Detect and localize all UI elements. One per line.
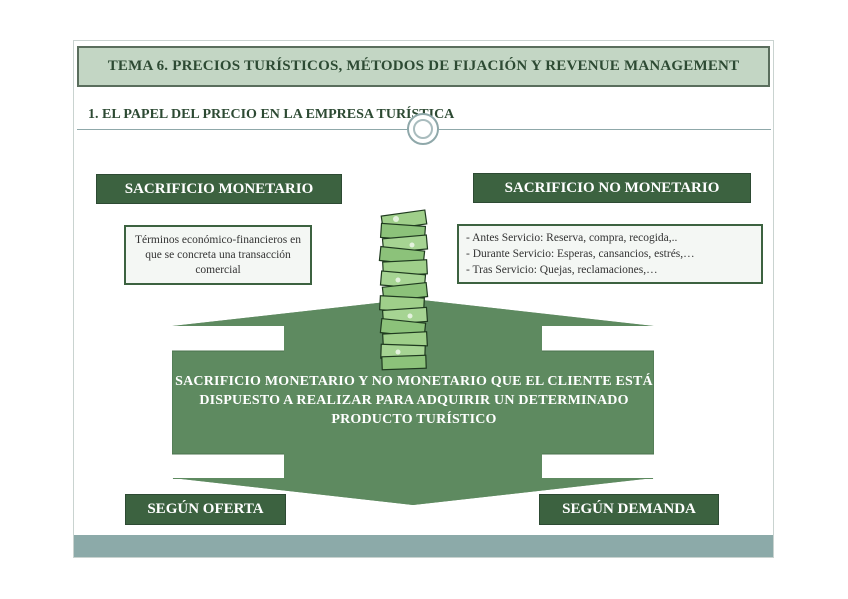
central-definition-text: SACRIFICIO MONETARIO Y NO MONETARIO QUE … [175, 374, 653, 427]
slide: TEMA 6. PRECIOS TURÍSTICOS, MÉTODOS DE F… [73, 40, 774, 558]
non-monetary-sacrifice-text: SACRIFICIO NO MONETARIO [504, 179, 720, 196]
arrow-notch [542, 326, 653, 351]
slide-title-bar: TEMA 6. PRECIOS TURÍSTICOS, MÉTODOS DE F… [77, 46, 770, 87]
list-item: - Durante Servicio: Esperas, cansancios,… [466, 248, 695, 260]
non-monetary-sacrifice-label: SACRIFICIO NO MONETARIO [473, 173, 751, 203]
circle-divider-icon [407, 113, 439, 145]
arrow-notch [173, 454, 284, 478]
monetary-note-text: Términos económico-financieros en que se… [134, 233, 302, 276]
list-item: - Antes Servicio: Reserva, compra, recog… [466, 232, 678, 244]
non-monetary-note-box: - Antes Servicio: Reserva, compra, recog… [457, 224, 763, 284]
monetary-sacrifice-label: SACRIFICIO MONETARIO [96, 174, 342, 204]
arrow-notch [542, 454, 653, 478]
arrow-notch [173, 326, 284, 351]
arrow-bottom-head [172, 478, 654, 505]
footer-band [74, 535, 773, 557]
slide-title: TEMA 6. PRECIOS TURÍSTICOS, MÉTODOS DE F… [107, 58, 740, 74]
supply-label: SEGÚN OFERTA [125, 494, 286, 525]
demand-label: SEGÚN DEMANDA [539, 494, 719, 525]
supply-label-text: SEGÚN OFERTA [147, 501, 264, 517]
monetary-note-box: Términos económico-financieros en que se… [124, 225, 312, 285]
section-title: 1. EL PAPEL DEL PRECIO EN LA EMPRESA TUR… [88, 107, 455, 122]
monetary-sacrifice-text: SACRIFICIO MONETARIO [124, 180, 314, 197]
money-stack-icon [378, 209, 429, 371]
double-arrow-shape [172, 299, 654, 505]
list-item: - Tras Servicio: Quejas, reclamaciones,… [466, 264, 658, 276]
demand-label-text: SEGÚN DEMANDA [562, 501, 696, 517]
